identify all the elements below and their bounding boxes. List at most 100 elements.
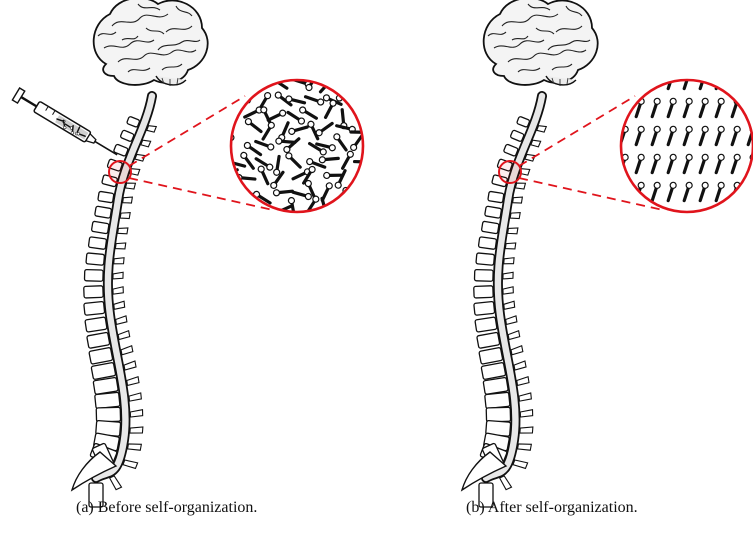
vertebral-body	[481, 221, 499, 234]
spinous-process	[128, 442, 142, 451]
spinous-process	[510, 211, 520, 219]
vertebral-body	[88, 237, 106, 250]
vertebral-body	[93, 377, 118, 394]
molecule	[357, 202, 373, 221]
caption-b: (b) After self-organization.	[466, 499, 638, 517]
vertebral-body	[84, 301, 105, 315]
spinous-process	[518, 442, 532, 451]
spinous-process	[123, 458, 138, 469]
vertebral-body	[476, 253, 495, 265]
spinous-process	[113, 272, 123, 279]
highlight-circle	[499, 161, 521, 183]
molecule	[352, 73, 368, 92]
vertebral-body	[84, 286, 104, 298]
panel-b	[462, 0, 753, 507]
spinous-process	[513, 458, 528, 469]
syringe-plunger	[21, 97, 36, 106]
spinous-process	[110, 475, 122, 490]
spinous-process	[520, 426, 533, 434]
molecule	[227, 104, 234, 123]
spinous-process	[513, 196, 523, 204]
spinous-process	[123, 196, 133, 204]
panel-a	[12, 0, 373, 507]
highlight-circle	[109, 161, 131, 183]
vertebral-body	[84, 270, 103, 282]
vertebral-body	[510, 130, 524, 142]
vertebral-body	[86, 253, 105, 265]
spinous-process	[500, 475, 512, 490]
vertebra	[96, 407, 143, 422]
molecule	[745, 70, 753, 90]
vertebral-body	[87, 332, 110, 348]
vertebral-body	[91, 362, 116, 379]
spinous-process	[537, 124, 547, 133]
vertebral-body	[474, 286, 494, 298]
spinous-process	[126, 377, 139, 386]
vertebral-body	[85, 317, 107, 332]
spinous-process	[520, 410, 532, 417]
vertebral-body	[485, 206, 502, 218]
syringe-thumb	[12, 88, 24, 103]
syringe	[12, 88, 120, 161]
vertebral-body	[98, 191, 114, 203]
molecule	[617, 182, 629, 202]
spinous-process	[511, 346, 523, 355]
spinous-process	[515, 181, 525, 190]
caption-a: (a) Before self-organization.	[76, 499, 257, 517]
vertebra	[486, 407, 533, 422]
vertebral-body	[91, 221, 109, 234]
syringe-needle	[95, 141, 117, 154]
brain	[484, 0, 598, 86]
spinous-process	[118, 226, 128, 234]
molecule	[340, 198, 347, 217]
spinous-process	[504, 257, 514, 265]
molecule	[745, 182, 753, 202]
spinous-process	[120, 211, 130, 219]
spinous-process	[147, 124, 157, 133]
spinous-process	[124, 361, 137, 370]
brain	[94, 0, 208, 86]
vertebral-body	[517, 116, 530, 127]
molecule	[745, 98, 753, 118]
vertebral-body	[477, 332, 500, 348]
molecule	[729, 70, 741, 90]
molecule	[226, 92, 244, 109]
molecule	[235, 76, 254, 83]
molecule	[338, 71, 358, 84]
spinous-process	[114, 301, 125, 309]
vertebral-body	[475, 317, 497, 332]
vertebral-body	[89, 347, 113, 364]
molecule	[252, 74, 272, 86]
spinous-process	[125, 181, 135, 190]
spinous-process	[121, 346, 133, 355]
vertebral-body	[485, 392, 510, 408]
vertebral-body	[96, 407, 120, 422]
spinous-process	[118, 331, 130, 340]
spinous-process	[519, 393, 532, 401]
spinous-process	[503, 272, 513, 279]
spinous-process	[130, 426, 143, 434]
spinous-process	[505, 316, 517, 325]
molecule	[356, 185, 363, 204]
molecule	[356, 86, 362, 105]
vertebral-body	[95, 206, 112, 218]
vertebral-body	[127, 116, 140, 127]
vertebral-body	[478, 237, 496, 250]
vertebral-body	[503, 144, 518, 157]
spinous-process	[503, 287, 514, 294]
spinous-process	[505, 242, 515, 250]
molecule	[633, 70, 645, 90]
spinous-process	[504, 301, 515, 309]
vertebral-body	[479, 347, 503, 364]
vertebral-body	[486, 407, 510, 422]
vertebral-body	[481, 362, 506, 379]
vertebral-body	[474, 301, 495, 315]
spinous-process	[114, 257, 124, 265]
spinous-process	[113, 287, 124, 294]
spinous-process	[115, 242, 125, 250]
vertebral-body	[488, 191, 504, 203]
spinous-process	[514, 361, 527, 370]
spinous-process	[115, 316, 127, 325]
spinous-process	[516, 377, 529, 386]
